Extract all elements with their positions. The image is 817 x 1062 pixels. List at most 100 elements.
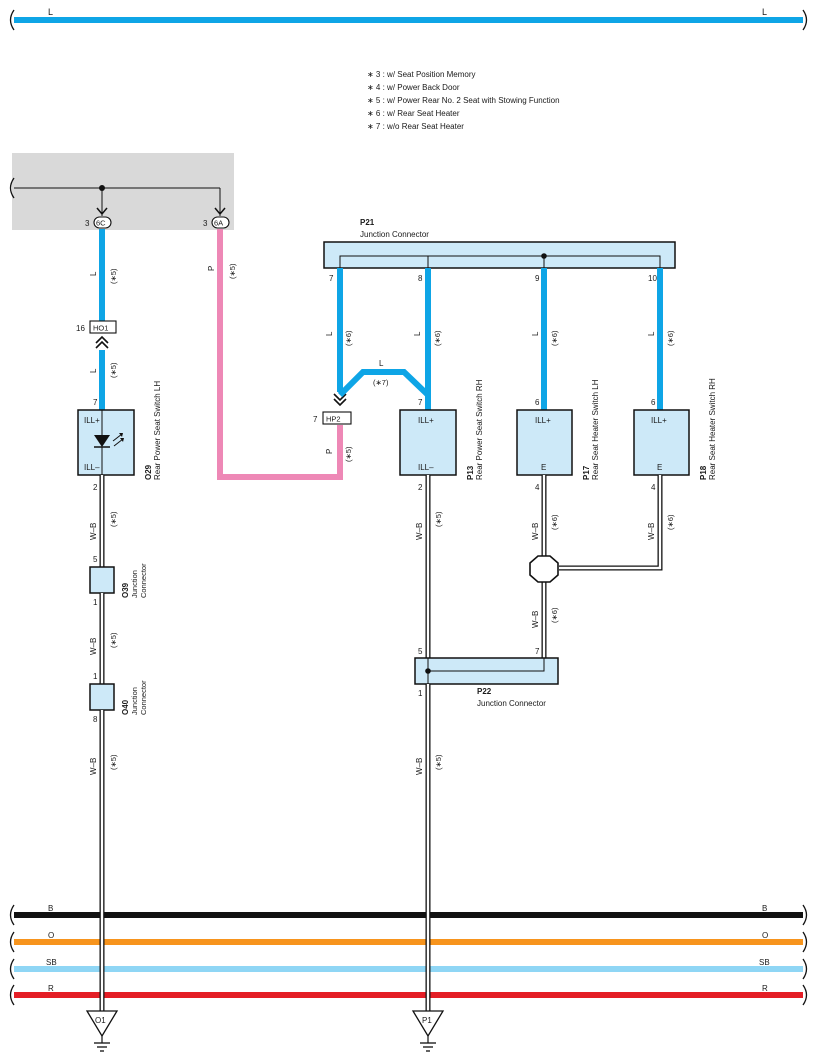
p17-pin-bottom: 4 — [535, 483, 540, 492]
hp2-pin: 7 — [313, 415, 318, 424]
wire-label: P — [325, 449, 334, 454]
bottom-buses: B O SB R B O SB R — [9, 904, 808, 1006]
p21-pin-9: 9 — [535, 274, 540, 283]
o39-name-1: Junction — [130, 570, 139, 598]
p13-pin-top: 7 — [418, 398, 423, 407]
ground-icon — [420, 1042, 436, 1052]
o29-switch-box — [77, 409, 135, 476]
p21-to-hp2-wire: L (∗6) HP2 7 — [313, 268, 353, 425]
wire-condition: (∗5) — [109, 632, 118, 648]
wire-condition: (∗6) — [550, 607, 559, 623]
p18-pin-bottom: 4 — [651, 483, 656, 492]
o29-branch: L (∗5) HO1 16 L (∗5) 7 ILL+ ILL– O29 Rea… — [76, 229, 162, 1010]
led-icon — [94, 410, 124, 475]
wire-label: L — [89, 368, 98, 373]
p21-id: P21 — [360, 218, 375, 227]
p21-pin-10: 10 — [648, 274, 657, 283]
o39-junction-box — [89, 566, 115, 594]
wire-condition: (∗5) — [434, 754, 443, 770]
note-5: ∗ 5 : w/ Power Rear No. 2 Seat with Stow… — [367, 96, 560, 105]
p13-id: P13 — [466, 465, 475, 480]
wire-label: W–B — [531, 523, 540, 540]
o40-pin-bottom: 8 — [93, 715, 98, 724]
wire-condition: (∗6) — [433, 330, 442, 346]
wire-label: W–B — [89, 638, 98, 655]
p21-pin-7: 7 — [329, 274, 334, 283]
p17-switch-box — [516, 409, 573, 476]
p22-junction-connector: 5 7 1 P22 Junction Connector — [414, 647, 559, 708]
p18-switch-box — [633, 409, 690, 476]
note-4: ∗ 4 : w/ Power Back Door — [367, 83, 460, 92]
hp2-connector — [322, 411, 352, 425]
source-6a-pin: 3 — [203, 219, 208, 228]
bus-b-right: B — [762, 904, 767, 913]
wire-label: L — [531, 331, 540, 336]
wire-condition: (∗5) — [434, 511, 443, 527]
p22-id: P22 — [477, 687, 492, 696]
wire-condition: (∗6) — [550, 514, 559, 530]
p17-id: P17 — [582, 465, 591, 480]
wire-label: L — [379, 359, 384, 368]
source-block: 6C 6A 3 3 — [9, 153, 234, 230]
ground-icon — [94, 1042, 110, 1052]
o40-junction-box — [89, 683, 115, 711]
bus-r-left: R — [48, 984, 54, 993]
bridge-wire-l: L (∗7) — [337, 359, 431, 398]
p17-name: Rear Seat Heater Switch LH — [591, 379, 600, 480]
p21-junction-connector: P21 Junction Connector 7 8 9 10 — [323, 218, 676, 283]
o29-id: O29 — [144, 464, 153, 480]
ground-p1: P1 — [411, 1010, 445, 1052]
o40-name-1: Junction — [130, 687, 139, 715]
p18-name: Rear Seat Heater Switch RH — [708, 378, 717, 480]
note-3: ∗ 3 : w/ Seat Position Memory — [367, 70, 476, 79]
p18-branch: L (∗6) 6 ILL+ E P18 Rear Seat Heater Swi… — [559, 268, 717, 571]
wire-label: L — [647, 331, 656, 336]
wire-condition: (∗5) — [109, 268, 118, 284]
note-6: ∗ 6 : w/ Rear Seat Heater — [367, 109, 460, 118]
o40-id: O40 — [121, 699, 130, 715]
p17-branch: L (∗6) 6 ILL+ E P17 Rear Seat Heater Swi… — [516, 268, 600, 556]
condition-notes: ∗ 3 : w/ Seat Position Memory ∗ 4 : w/ P… — [367, 70, 560, 131]
wire-condition: (∗7) — [373, 378, 389, 387]
pink-p-wire: P (∗5) P (∗5) — [207, 229, 353, 480]
bus-o-right: O — [762, 931, 768, 940]
bus-r-right: R — [762, 984, 768, 993]
source-6c-pin: 3 — [85, 219, 90, 228]
p18-e: E — [657, 463, 662, 472]
o29-ill-minus: ILL– — [84, 463, 100, 472]
bus-b-left: B — [48, 904, 53, 913]
wire-label: W–B — [531, 611, 540, 628]
wire-label: L — [413, 331, 422, 336]
o29-name: Rear Power Seat Switch LH — [153, 381, 162, 480]
top-bus-right-label: L — [762, 7, 767, 17]
o39-pin-bottom: 1 — [93, 598, 98, 607]
p21-pin-8: 8 — [418, 274, 423, 283]
p22-name: Junction Connector — [477, 699, 546, 708]
p22-pin-left: 5 — [418, 647, 423, 656]
p13-branch: L (∗6) 7 ILL+ ILL– P13 Rear Power Seat S… — [399, 268, 484, 658]
ho1-id: HO1 — [93, 324, 108, 333]
p18-ill-plus: ILL+ — [651, 416, 667, 425]
o40-pin-top: 1 — [93, 672, 98, 681]
bus-sb-right: SB — [759, 958, 770, 967]
p13-name: Rear Power Seat Switch RH — [475, 379, 484, 480]
wb-bus-crossings — [99, 900, 431, 1011]
o39-pin-top: 5 — [93, 555, 98, 564]
note-7: ∗ 7 : w/o Rear Seat Heater — [367, 122, 464, 131]
wire-label: P — [207, 266, 216, 271]
ho1-pin: 16 — [76, 324, 85, 333]
wire-label: W–B — [415, 758, 424, 775]
p13-ill-minus: ILL– — [418, 463, 434, 472]
wire-condition: (∗5) — [344, 446, 353, 462]
p22-pin-bottom: 1 — [418, 689, 423, 698]
o29-ill-plus: ILL+ — [84, 416, 100, 425]
bus-sb-left: SB — [46, 958, 57, 967]
wire-label: L — [89, 271, 98, 276]
wire-condition: (∗5) — [109, 754, 118, 770]
p13-switch-box — [399, 409, 457, 476]
p17-e: E — [541, 463, 546, 472]
wire-label: L — [325, 331, 334, 336]
wire-label: W–B — [89, 758, 98, 775]
